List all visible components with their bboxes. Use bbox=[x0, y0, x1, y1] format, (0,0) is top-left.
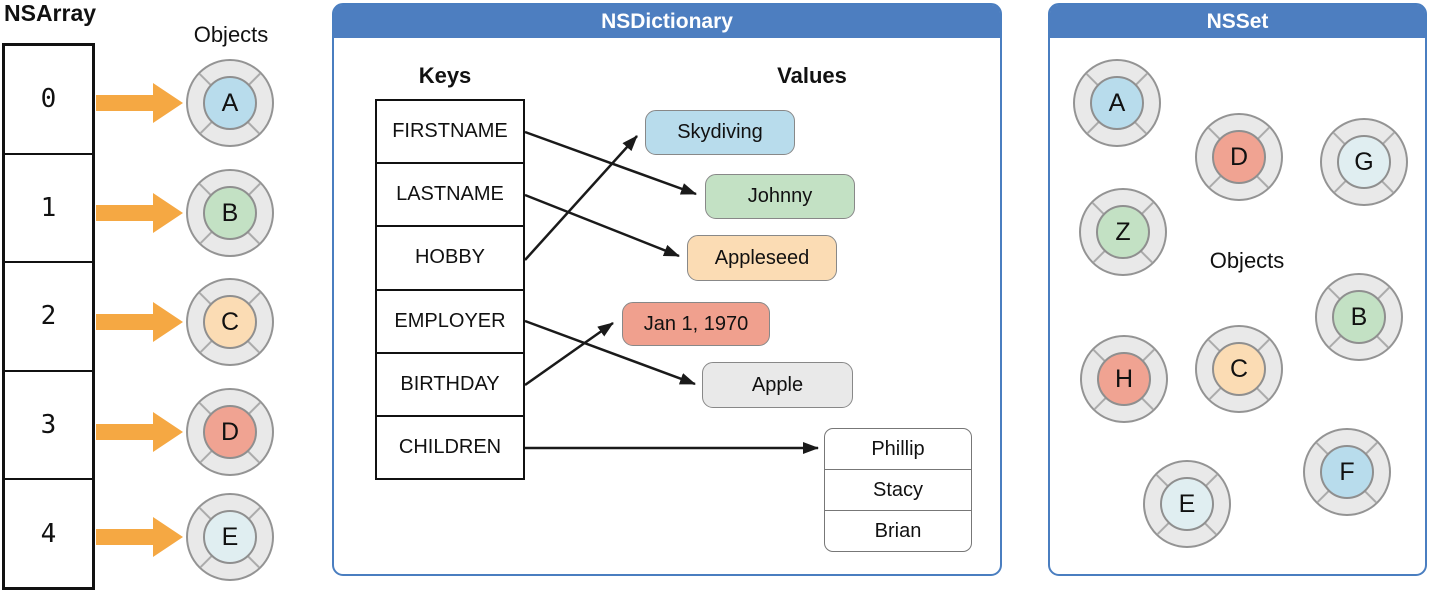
object-token-a: A bbox=[186, 59, 274, 147]
object-letter: D bbox=[203, 405, 257, 459]
key-birthday: BIRTHDAY bbox=[377, 351, 523, 415]
arrow-shaft bbox=[96, 205, 154, 221]
object-letter: E bbox=[1160, 477, 1214, 531]
key-employer: EMPLOYER bbox=[377, 288, 523, 352]
object-letter: F bbox=[1320, 445, 1374, 499]
child-stacy: Stacy bbox=[825, 469, 971, 510]
arrow-head bbox=[153, 193, 183, 233]
value-pill-jan-1-1970: Jan 1, 1970 bbox=[622, 302, 770, 346]
object-letter: B bbox=[1332, 290, 1386, 344]
nsset-panel: NSSet Objects A D G Z B H C F E bbox=[1048, 3, 1427, 576]
array-index-cell: 1 bbox=[5, 152, 92, 262]
set-token-b: B bbox=[1315, 273, 1403, 361]
array-pointer-arrow-4 bbox=[96, 517, 184, 557]
set-token-h: H bbox=[1080, 335, 1168, 423]
nsarray-title: NSArray bbox=[4, 0, 97, 26]
array-index-cell: 2 bbox=[5, 261, 92, 370]
object-token-b: B bbox=[186, 169, 274, 257]
arrow-shaft bbox=[96, 314, 154, 330]
children-table: Phillip Stacy Brian bbox=[824, 428, 972, 552]
array-index-3: 3 bbox=[40, 410, 57, 441]
set-token-f: F bbox=[1303, 428, 1391, 516]
nsarray-index-table: 0 1 2 3 4 bbox=[2, 43, 95, 590]
array-index-cell: 0 bbox=[5, 46, 92, 153]
value-pill-apple: Apple bbox=[702, 362, 853, 408]
arrow-head bbox=[153, 517, 183, 557]
object-letter: A bbox=[1090, 76, 1144, 130]
array-index-cell: 4 bbox=[5, 478, 92, 587]
arrow-head bbox=[153, 412, 183, 452]
object-letter: D bbox=[1212, 130, 1266, 184]
nsset-objects-label: Objects bbox=[1209, 248, 1285, 273]
arrow-lastname-appleseed bbox=[524, 193, 680, 258]
set-token-g: G bbox=[1320, 118, 1408, 206]
nsdictionary-panel: NSDictionary Keys Values FIRSTNAME LASTN… bbox=[332, 3, 1002, 576]
value-pill-johnny: Johnny bbox=[705, 174, 855, 219]
values-label: Values bbox=[777, 63, 847, 88]
key-firstname: FIRSTNAME bbox=[392, 120, 508, 143]
arrow-head bbox=[153, 83, 183, 123]
object-letter: G bbox=[1337, 135, 1391, 189]
arrow-head bbox=[153, 302, 183, 342]
array-pointer-arrow-2 bbox=[96, 302, 184, 342]
array-pointer-arrow-0 bbox=[96, 83, 184, 123]
set-token-z: Z bbox=[1079, 188, 1167, 276]
array-pointer-arrow-3 bbox=[96, 412, 184, 452]
array-pointer-arrow-1 bbox=[96, 193, 184, 233]
array-index-0: 0 bbox=[40, 84, 57, 115]
arrow-birthday-jan bbox=[524, 321, 614, 387]
object-token-e: E bbox=[186, 493, 274, 581]
keys-table: FIRSTNAME LASTNAME HOBBY EMPLOYER BIRTHD… bbox=[375, 99, 525, 480]
arrow-shaft bbox=[96, 95, 154, 111]
set-token-c: C bbox=[1195, 325, 1283, 413]
object-token-d: D bbox=[186, 388, 274, 476]
key-lastname: LASTNAME bbox=[377, 162, 523, 225]
key-hobby: HOBBY bbox=[377, 225, 523, 288]
object-letter: C bbox=[1212, 342, 1266, 396]
object-token-c: C bbox=[186, 278, 274, 366]
array-index-cell: 3 bbox=[5, 369, 92, 479]
nsset-header: NSSet bbox=[1050, 5, 1425, 38]
array-index-1: 1 bbox=[40, 192, 57, 223]
value-pill-skydiving: Skydiving bbox=[645, 110, 795, 155]
object-letter: E bbox=[203, 510, 257, 564]
arrow-shaft bbox=[96, 424, 154, 440]
arrow-shaft bbox=[96, 529, 154, 545]
set-token-d: D bbox=[1195, 113, 1283, 201]
nsarray-objects-label: Objects bbox=[193, 22, 269, 47]
object-letter: H bbox=[1097, 352, 1151, 406]
object-letter: Z bbox=[1096, 205, 1150, 259]
set-token-a: A bbox=[1073, 59, 1161, 147]
object-letter: B bbox=[203, 186, 257, 240]
child-brian: Brian bbox=[825, 510, 971, 551]
keys-label: Keys bbox=[418, 63, 472, 88]
child-phillip: Phillip bbox=[871, 437, 925, 460]
object-letter: C bbox=[203, 295, 257, 349]
array-index-4: 4 bbox=[40, 518, 57, 549]
nsdictionary-header: NSDictionary bbox=[334, 5, 1000, 38]
key-children: CHILDREN bbox=[377, 414, 523, 478]
array-index-2: 2 bbox=[40, 301, 57, 332]
arrow-hobby-skydiving bbox=[524, 135, 638, 261]
object-letter: A bbox=[203, 76, 257, 130]
set-token-e: E bbox=[1143, 460, 1231, 548]
value-pill-appleseed: Appleseed bbox=[687, 235, 837, 281]
